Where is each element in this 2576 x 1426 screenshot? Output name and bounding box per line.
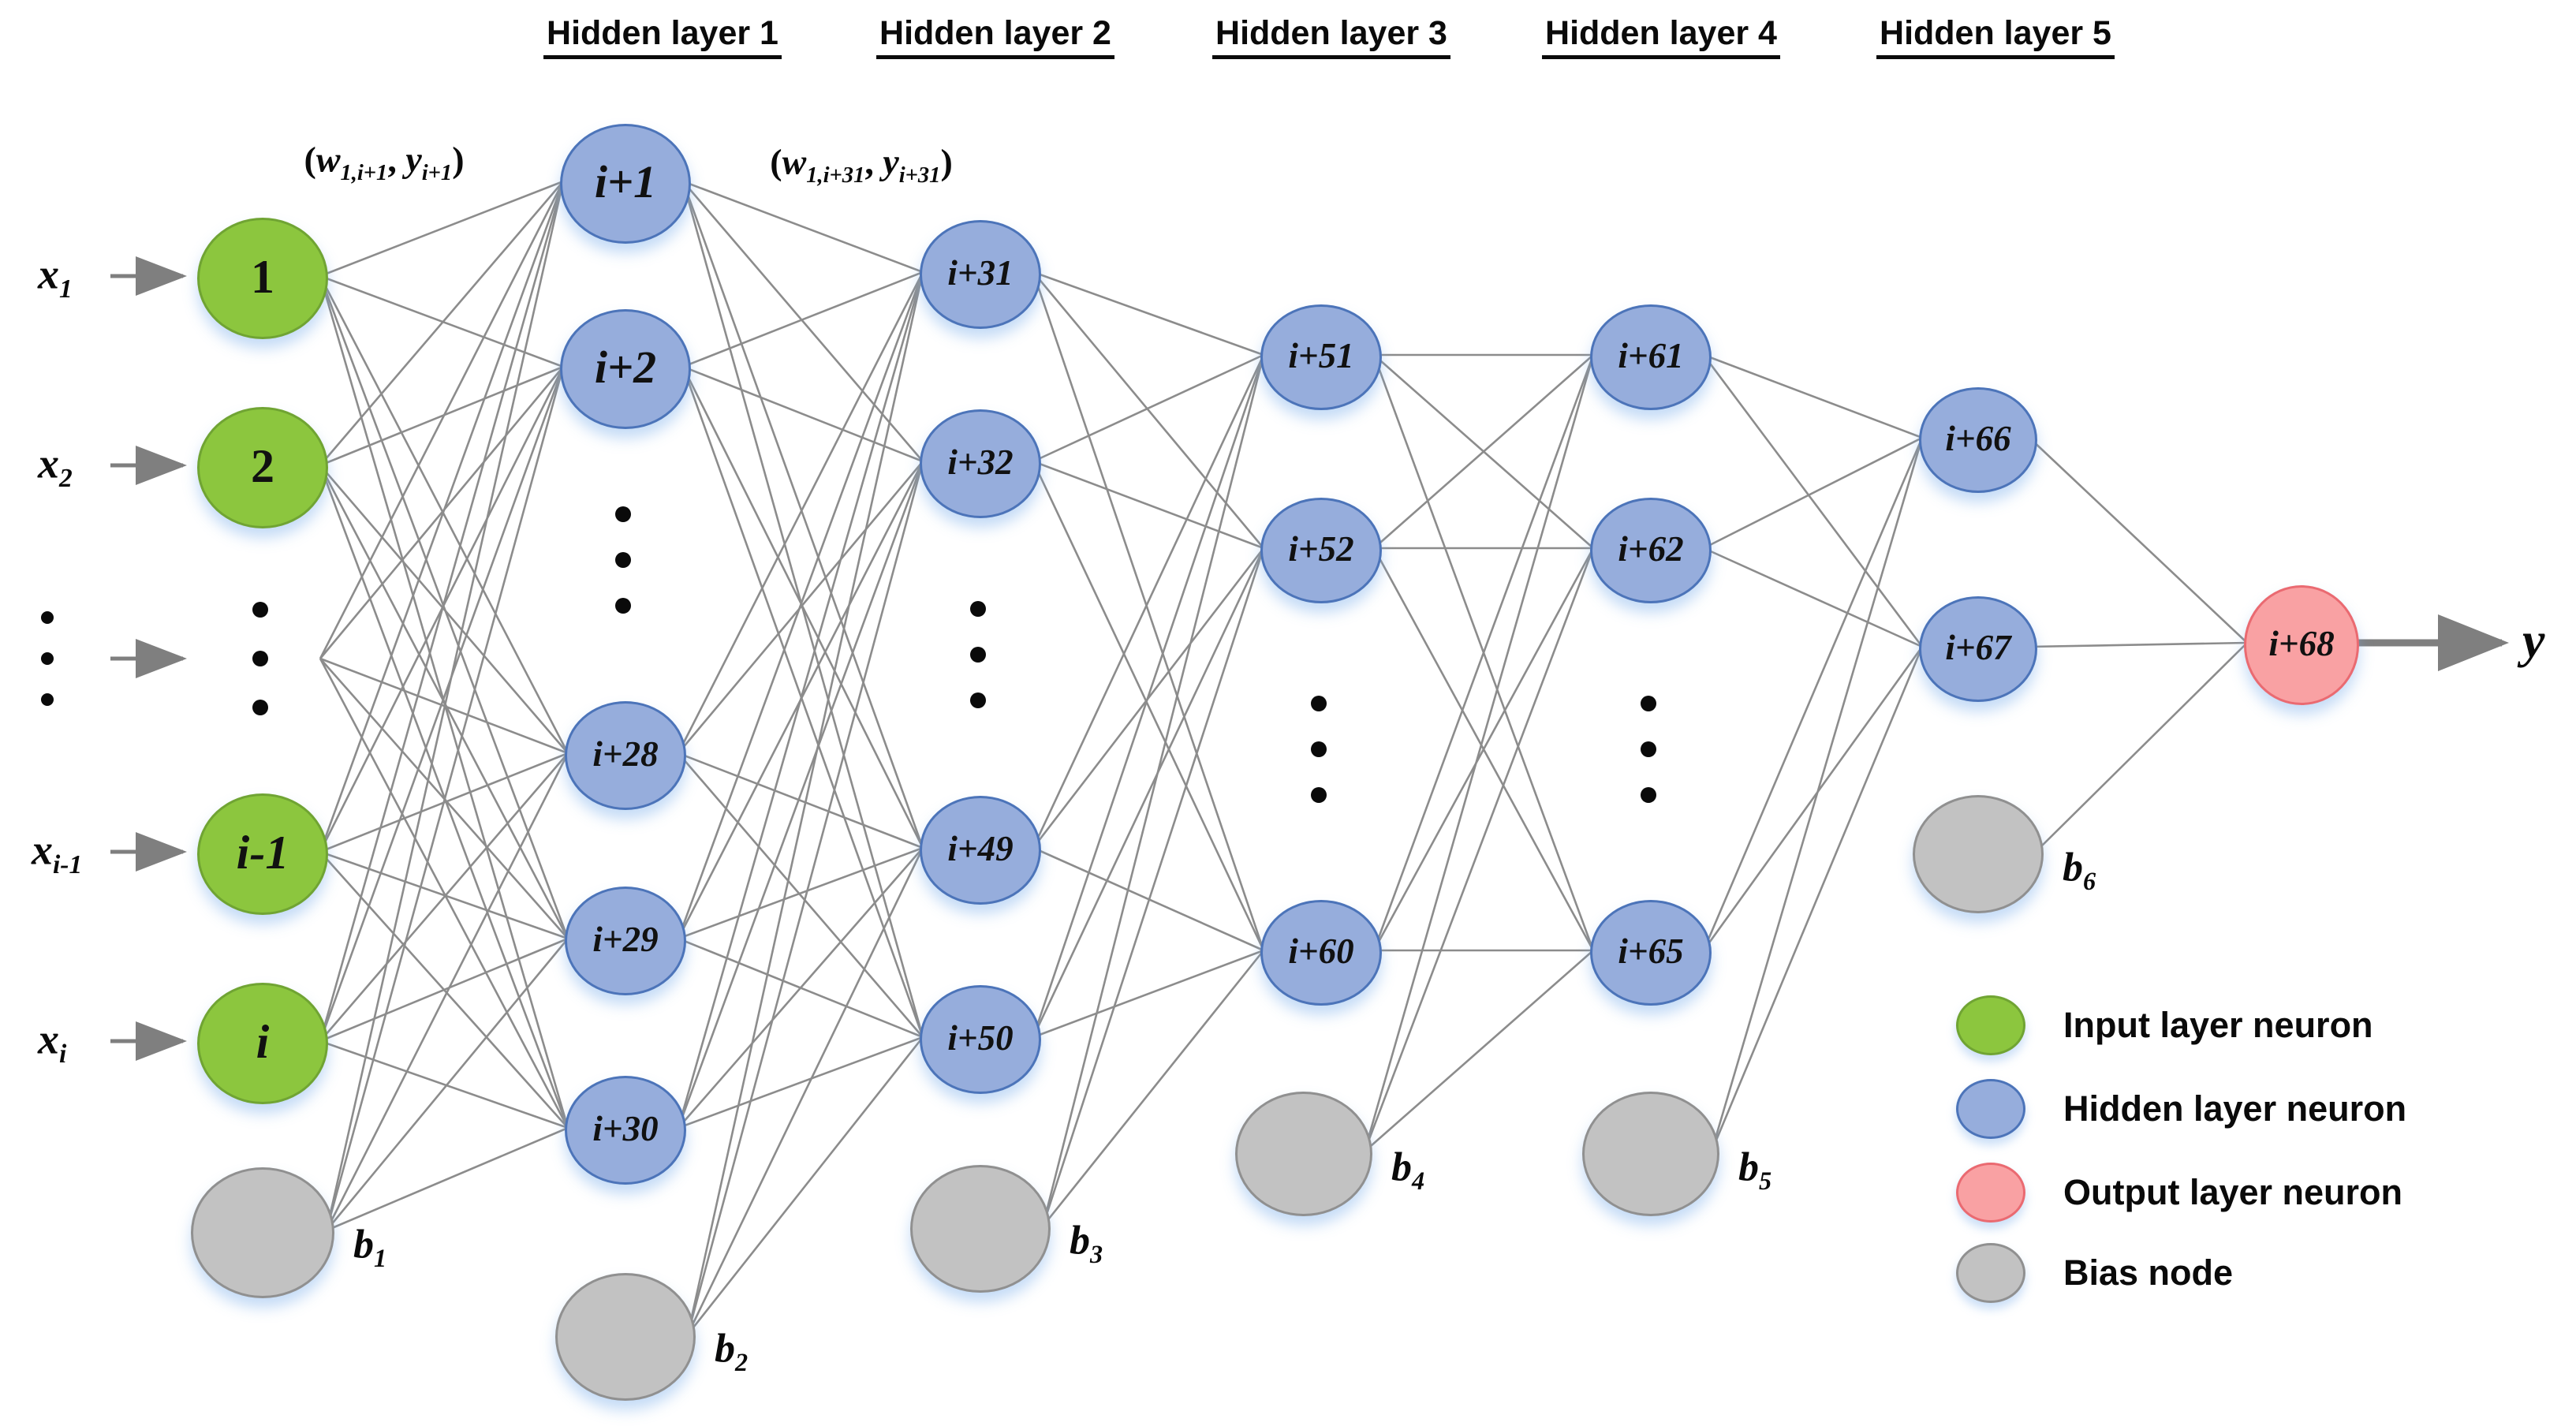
neuron-label: i+52	[1288, 528, 1354, 569]
neuron-label: i+67	[1945, 627, 2011, 667]
neuron-node-i+28: i+28	[565, 701, 686, 810]
input-neuron-swatch	[1956, 995, 2025, 1055]
neuron-label: i+60	[1288, 931, 1354, 971]
neuron-label: i+28	[592, 734, 659, 774]
neuron-node-i+68: i+68	[2244, 585, 2359, 705]
input-label-x2: x2	[38, 439, 73, 494]
neuron-label: 1	[251, 251, 274, 303]
legend-item-output: Output layer neuron	[1956, 1163, 2402, 1223]
neuron-node-i+1: i+1	[560, 124, 691, 244]
legend-label-input: Input layer neuron	[2063, 1005, 2373, 1045]
neuron-node-i+51: i+51	[1260, 304, 1382, 410]
bias-label-b1: b1	[353, 1222, 387, 1273]
output-neuron-swatch	[1956, 1163, 2025, 1223]
bias-node-bias1	[191, 1167, 334, 1298]
input-label-xi: xi	[38, 1015, 67, 1070]
neuron-label: i+49	[947, 828, 1014, 868]
neuron-node-i+67: i+67	[1919, 596, 2037, 702]
neuron-node-i+30: i+30	[565, 1076, 686, 1185]
bias-node-bias3	[910, 1165, 1051, 1293]
neuron-label: i+65	[1618, 931, 1684, 971]
header-hidden-layer-4: Hidden layer 4	[1542, 14, 1780, 59]
neuron-node-i+50: i+50	[920, 985, 1041, 1094]
neuron-node-1: 1	[197, 218, 328, 339]
neuron-label: i+29	[592, 919, 659, 959]
neuron-label: i+61	[1618, 335, 1684, 375]
neuron-node-i-1: i-1	[197, 793, 328, 915]
input-label-xi-1: xi-1	[32, 826, 83, 880]
header-hidden-layer-2: Hidden layer 2	[876, 14, 1114, 59]
legend-item-bias: Bias node	[1956, 1243, 2233, 1303]
neuron-node-i+49: i+49	[920, 796, 1041, 905]
bias-node-bias6	[1913, 795, 2044, 913]
legend-label-output: Output layer neuron	[2063, 1172, 2403, 1212]
header-hidden-layer-3: Hidden layer 3	[1212, 14, 1450, 59]
input-label-x1: x1	[38, 250, 73, 304]
neuron-node-i+65: i+65	[1590, 900, 1712, 1006]
neuron-node-i+2: i+2	[560, 309, 691, 429]
neuron-node-i+52: i+52	[1260, 498, 1382, 603]
neuron-node-i+32: i+32	[920, 409, 1041, 518]
weight-annotation-2: (w1,i+31, yi+31)	[770, 141, 953, 188]
neuron-label: i+51	[1288, 335, 1354, 375]
neuron-label: i+32	[947, 442, 1014, 482]
legend-item-input: Input layer neuron	[1956, 995, 2373, 1055]
bias-label-b3: b3	[1070, 1218, 1103, 1269]
neuron-node-i+60: i+60	[1260, 900, 1382, 1006]
neuron-node-i+66: i+66	[1919, 387, 2037, 493]
neuron-label: i+1	[594, 156, 657, 207]
neuron-node-2: 2	[197, 407, 328, 528]
neuron-node-i: i	[197, 983, 328, 1104]
neuron-label: i+50	[947, 1017, 1014, 1058]
bias-node-bias5	[1582, 1092, 1719, 1216]
hidden-neuron-swatch	[1956, 1079, 2025, 1139]
weight-annotation-1: (w1,i+1, yi+1)	[304, 139, 465, 185]
legend-item-hidden: Hidden layer neuron	[1956, 1079, 2406, 1139]
neuron-label: i+66	[1945, 418, 2011, 458]
bias-node-bias4	[1235, 1092, 1372, 1216]
neuron-label: 2	[251, 440, 274, 492]
bias-node-bias2	[555, 1273, 696, 1401]
neuron-label: i+68	[2268, 623, 2335, 663]
legend-label-bias: Bias node	[2063, 1252, 2234, 1293]
bias-label-b5: b5	[1738, 1144, 1772, 1196]
output-label-y: y	[2522, 612, 2545, 669]
header-hidden-layer-5: Hidden layer 5	[1876, 14, 2115, 59]
neuron-label: i+30	[592, 1108, 659, 1148]
bias-label-b2: b2	[715, 1326, 749, 1377]
neuron-node-i+62: i+62	[1590, 498, 1712, 603]
neuron-label: i	[256, 1016, 270, 1068]
neuron-label: i+62	[1618, 528, 1684, 569]
bias-label-b4: b4	[1391, 1144, 1425, 1196]
neuron-label: i+2	[594, 342, 657, 393]
bias-node-swatch	[1956, 1243, 2025, 1303]
neuron-label: i-1	[236, 827, 289, 879]
neuron-node-i+61: i+61	[1590, 304, 1712, 410]
neuron-label: i+31	[947, 252, 1014, 293]
header-hidden-layer-1: Hidden layer 1	[543, 14, 782, 59]
neuron-node-i+29: i+29	[565, 887, 686, 995]
neuron-node-i+31: i+31	[920, 220, 1041, 329]
legend-label-hidden: Hidden layer neuron	[2063, 1088, 2407, 1129]
bias-label-b6: b6	[2063, 845, 2096, 896]
